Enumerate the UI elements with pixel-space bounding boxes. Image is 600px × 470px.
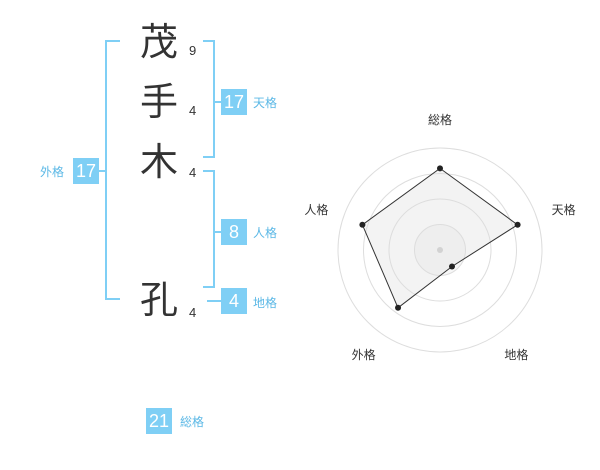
tenkaku-bracket-top: [203, 40, 215, 42]
kanji-1: 茂: [140, 20, 179, 64]
radar-point-4: [359, 221, 366, 228]
radar-axis-label-0: 総格: [428, 112, 452, 127]
radar-polygon: [361, 167, 519, 309]
radar-axis-label-3: 外格: [352, 347, 376, 362]
radar-point-0: [437, 165, 443, 172]
jinkaku-bracket-top: [203, 170, 215, 172]
radar-point-2: [448, 263, 455, 270]
radar-center-dot: [437, 247, 443, 253]
radar-grid: [337, 147, 543, 353]
chikaku-value: 4: [221, 288, 247, 314]
chikaku-label: 地格: [253, 296, 278, 310]
gaikaku-label: 外格: [40, 165, 65, 179]
jinkaku-bracket-line: [213, 170, 215, 288]
radar-point-3: [395, 304, 402, 311]
radar-axis-label-1: 天格: [552, 202, 576, 217]
stroke-count-3: 4: [189, 165, 197, 180]
radar-axis-label-4: 人格: [304, 202, 328, 217]
tenkaku-label: 天格: [253, 96, 278, 110]
stroke-count-1: 9: [189, 43, 197, 58]
radar-series: [359, 165, 521, 311]
gaikaku-bracket-tick: [95, 170, 105, 172]
stroke-count-2: 4: [189, 103, 197, 118]
tenkaku-bracket-bottom: [203, 156, 215, 158]
tenkaku-bracket-line: [213, 40, 215, 158]
stroke-count-4: 4: [189, 305, 197, 320]
jinkaku-label: 人格: [253, 226, 278, 240]
chikaku-connector: [207, 300, 222, 302]
gaikaku-bracket-bottom: [105, 298, 120, 300]
jinkaku-bracket-bottom: [203, 286, 215, 288]
tenkaku-bracket-tick: [215, 101, 222, 103]
radar-point-1: [514, 221, 521, 228]
gaikaku-value: 17: [73, 158, 99, 184]
tenkaku-value: 17: [221, 89, 247, 115]
gaikaku-bracket-top: [105, 40, 120, 42]
soukaku-value: 21: [146, 408, 172, 434]
kanji-2: 手: [140, 80, 179, 124]
kanji-3: 木: [140, 140, 179, 184]
kanji-4: 孔: [140, 278, 179, 322]
gaikaku-bracket-line: [105, 40, 107, 300]
jinkaku-bracket-tick: [215, 231, 222, 233]
soukaku-label: 総格: [180, 415, 205, 429]
jinkaku-value: 8: [221, 219, 247, 245]
radar-axis-label-2: 地格: [504, 347, 528, 362]
